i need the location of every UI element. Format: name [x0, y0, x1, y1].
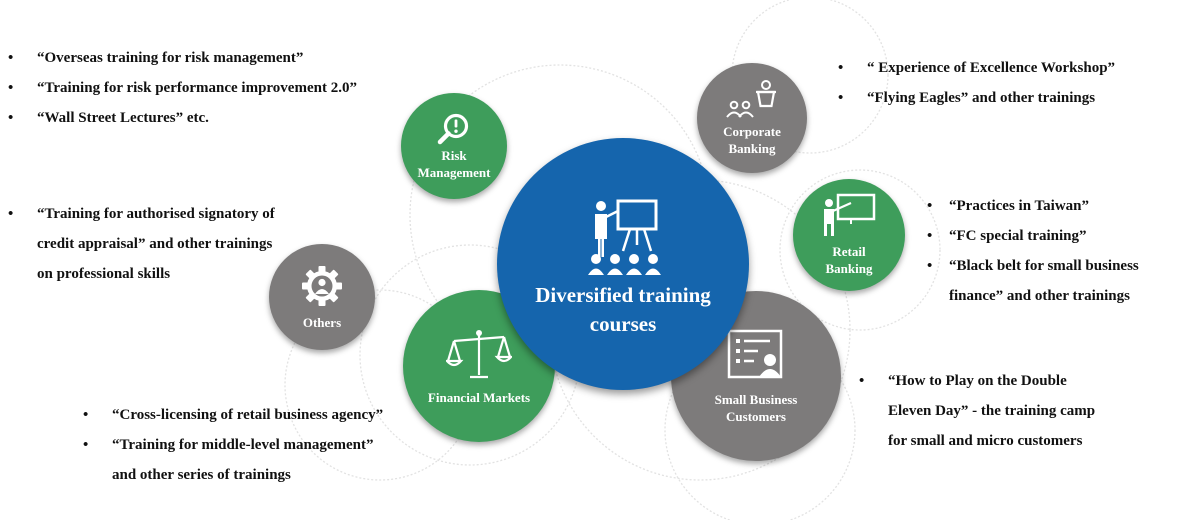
others-list: “Training for authorised signatory of cr…	[6, 199, 276, 289]
profile-card-icon	[727, 329, 783, 379]
small-business-label-line1: Small Business	[714, 392, 798, 407]
presenter-audience-icon	[726, 79, 776, 118]
list-item: “Black belt for small business finance” …	[925, 251, 1170, 311]
risk-management-label-line2: Management	[417, 165, 491, 180]
risk-management-list: “Overseas training for risk management” …	[6, 43, 446, 133]
list-item: “ Experience of Excellence Workshop”	[836, 53, 1166, 83]
list-item: “Training for middle-level management” a…	[81, 430, 401, 490]
list-item: “Wall Street Lectures” etc.	[6, 103, 446, 133]
retail-banking-label-line2: Banking	[825, 261, 873, 276]
corporate-banking-list: “ Experience of Excellence Workshop” “Fl…	[836, 53, 1166, 113]
risk-management-label-line1: Risk	[441, 148, 467, 163]
center-title-line2: courses	[589, 312, 657, 336]
small-business-list: “How to Play on the Double Eleven Day” -…	[857, 366, 1107, 456]
list-item: “Flying Eagles” and other trainings	[836, 83, 1166, 113]
center-title-line1: Diversified training	[535, 283, 711, 307]
center-node: Diversified training courses	[497, 138, 749, 390]
financial-markets-list: “Cross-licensing of retail business agen…	[81, 400, 401, 490]
corporate-banking-node: Corporate Banking	[697, 63, 807, 173]
trainer-presentation-icon	[588, 199, 661, 275]
retail-banking-list: “Practices in Taiwan” “FC special traini…	[925, 191, 1170, 311]
teacher-board-icon	[824, 193, 876, 236]
financial-markets-label: Financial Markets	[427, 389, 531, 405]
others-node: Others	[269, 244, 375, 350]
retail-banking-node: Retail Banking	[793, 179, 905, 291]
corporate-banking-label-line1: Corporate	[723, 123, 781, 139]
list-item: “Cross-licensing of retail business agen…	[81, 400, 401, 430]
others-label: Others	[302, 314, 342, 330]
scales-icon	[446, 329, 512, 378]
list-item: “Training for risk performance improveme…	[6, 73, 446, 103]
small-business-label-line2: Customers	[726, 409, 786, 424]
list-item: “FC special training”	[925, 221, 1170, 251]
list-item: “How to Play on the Double Eleven Day” -…	[857, 366, 1107, 456]
retail-banking-label-line1: Retail	[832, 244, 866, 259]
list-item: “Practices in Taiwan”	[925, 191, 1170, 221]
corporate-banking-label-line2: Banking	[728, 140, 776, 156]
gear-person-icon	[302, 265, 342, 306]
list-item: “Training for authorised signatory of cr…	[6, 199, 276, 289]
list-item: “Overseas training for risk management”	[6, 43, 446, 73]
